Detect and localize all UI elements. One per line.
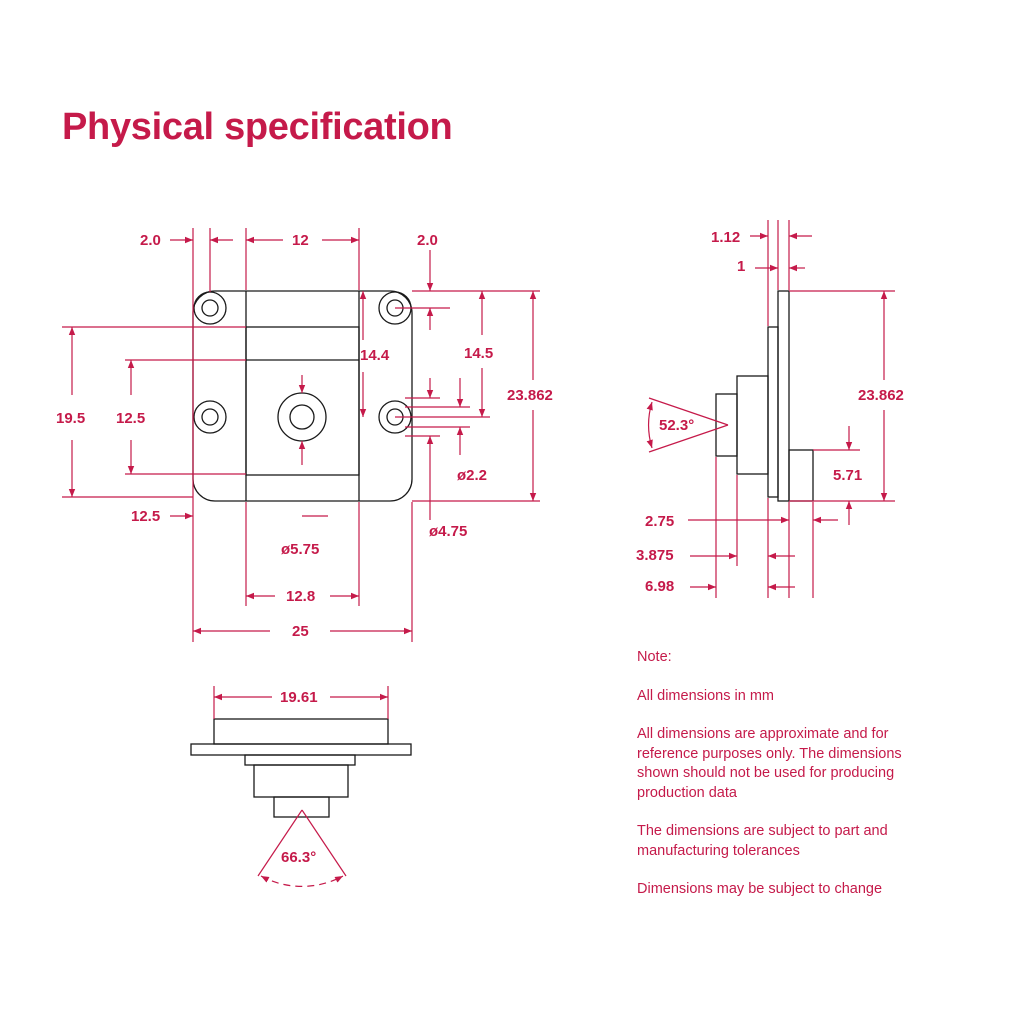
dim-14-4: 14.4 xyxy=(360,347,390,364)
dim-12-8: 12.8 xyxy=(286,588,315,605)
dim-1: 1 xyxy=(737,258,745,275)
dim-12-5-horizontal: 12.5 xyxy=(131,508,160,525)
dim-3-875: 3.875 xyxy=(636,547,674,564)
side-view: 1.12 1 23.862 52.3° 5.71 2.75 3.875 6.98 xyxy=(636,220,904,598)
dim-lens-5-75: ø5.75 xyxy=(281,541,319,558)
dim-6-98: 6.98 xyxy=(645,578,674,595)
dim-12: 12 xyxy=(292,232,309,249)
dim-23-862: 23.862 xyxy=(507,387,553,404)
mount-hole-mid-left xyxy=(193,400,227,434)
side-profile-outline xyxy=(715,290,814,502)
mount-hole-top-left xyxy=(193,291,227,325)
dim-14-5: 14.5 xyxy=(464,345,493,362)
lens-outline xyxy=(277,392,327,442)
dim-19-61: 19.61 xyxy=(280,689,318,706)
notes-heading: Note: xyxy=(637,649,672,665)
dim-hole-4-75: ø4.75 xyxy=(429,523,467,540)
front-board-outline xyxy=(192,290,413,502)
bottom-view: 19.61 66.3° xyxy=(190,686,412,888)
note-item: All dimensions in mm xyxy=(637,687,774,704)
dim-2-0-left: 2.0 xyxy=(140,232,161,249)
note-item: Dimensions may be subject to change xyxy=(637,881,883,897)
note-item: The dimensions are subject to part and m… xyxy=(637,823,888,859)
front-view: 2.0 12 2.0 14.4 14.5 23.862 19.5 12.5 12… xyxy=(56,228,553,642)
dim-angle-66-3: 66.3° xyxy=(281,849,316,866)
notes-block: Note: All dimensions in mm All dimension… xyxy=(637,648,937,919)
page-title: Physical specification xyxy=(62,106,453,148)
bottom-profile-outline xyxy=(190,718,412,818)
dim-side-23-862: 23.862 xyxy=(858,387,904,404)
dim-12-5-vertical: 12.5 xyxy=(116,410,145,427)
dim-5-71: 5.71 xyxy=(833,467,862,484)
dim-angle-52-3: 52.3° xyxy=(659,417,694,434)
dim-1-12: 1.12 xyxy=(711,229,740,246)
dim-2-0-right: 2.0 xyxy=(417,232,438,249)
dim-19-5: 19.5 xyxy=(56,410,85,427)
dim-25: 25 xyxy=(292,623,309,640)
dim-hole-2-2: ø2.2 xyxy=(457,467,487,484)
note-item: All dimensions are approximate and for r… xyxy=(637,726,902,801)
dim-2-75: 2.75 xyxy=(645,513,674,530)
